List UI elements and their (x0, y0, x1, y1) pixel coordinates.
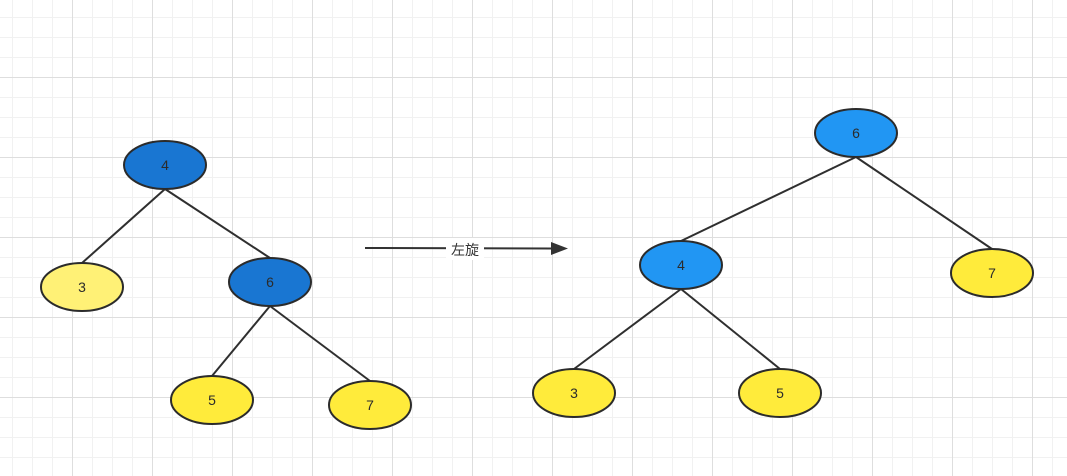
before_tree-edge (269, 305, 371, 382)
node-label: 3 (78, 279, 86, 295)
node-ellipse (328, 380, 412, 430)
before_tree-node-3: 3 (40, 262, 124, 312)
node-ellipse (170, 375, 254, 425)
node-label: 4 (677, 257, 685, 273)
after_tree-node-5: 5 (738, 368, 822, 418)
after_tree-node-4: 4 (639, 240, 723, 290)
node-ellipse (40, 262, 124, 312)
rotation-arrow: 左旋 (364, 238, 568, 260)
node-label: 5 (208, 392, 216, 408)
after_tree-node-6: 6 (814, 108, 898, 158)
after_tree-node-3: 3 (532, 368, 616, 418)
before_tree-node-4: 4 (123, 140, 207, 190)
before_tree-node-6: 6 (228, 257, 312, 307)
node-label: 5 (776, 385, 784, 401)
arrow-label-background (446, 238, 484, 260)
before_tree-node-5: 5 (170, 375, 254, 425)
nodes-layer: 4 3 6 5 7 6 4 7 3 5 (40, 108, 1034, 430)
after_tree-edge (855, 156, 993, 250)
node-ellipse (123, 140, 207, 190)
node-ellipse (950, 248, 1034, 298)
node-label: 3 (570, 385, 578, 401)
node-label: 4 (161, 157, 169, 173)
arrow-head (551, 242, 568, 255)
before_tree-node-7: 7 (328, 380, 412, 430)
node-label: 7 (366, 397, 374, 413)
after_tree-edge (573, 288, 682, 370)
after_tree-edge (680, 156, 857, 242)
node-label: 6 (852, 125, 860, 141)
edges-layer (81, 156, 993, 382)
node-label: 7 (988, 265, 996, 281)
node-label: 6 (266, 274, 274, 290)
node-ellipse (738, 368, 822, 418)
arrow-label: 左旋 (451, 243, 479, 259)
node-ellipse (228, 257, 312, 307)
node-ellipse (814, 108, 898, 158)
node-ellipse (639, 240, 723, 290)
after_tree-edge (680, 288, 781, 370)
before_tree-edge (211, 305, 271, 377)
before_tree-edge (164, 188, 271, 259)
node-ellipse (532, 368, 616, 418)
after_tree-node-7: 7 (950, 248, 1034, 298)
before_tree-edge (81, 188, 166, 264)
